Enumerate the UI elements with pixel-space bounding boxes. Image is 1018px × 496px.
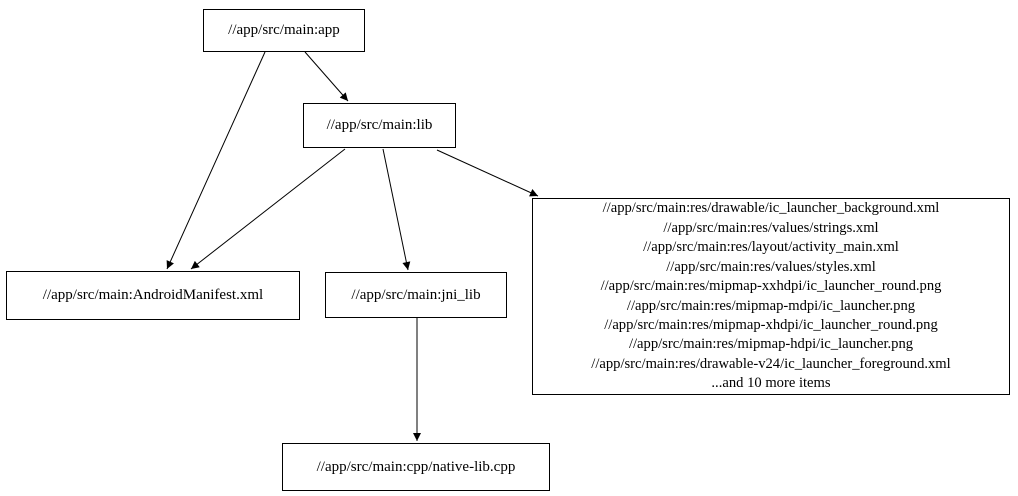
edge-lib-to-manifest bbox=[190, 148, 346, 270]
res-file-line: //app/src/main:res/mipmap-hdpi/ic_launch… bbox=[628, 336, 914, 353]
res-more-items-line: ...and 10 more items bbox=[711, 375, 831, 392]
res-file-line: //app/src/main:res/mipmap-mdpi/ic_launch… bbox=[626, 297, 916, 314]
res-file-line: //app/src/main:res/values/styles.xml bbox=[666, 258, 876, 275]
res-file-line: //app/src/main:res/mipmap-xxhdpi/ic_laun… bbox=[600, 278, 942, 295]
graph-node-app: //app/src/main:app bbox=[203, 9, 365, 52]
graph-node-lib: //app/src/main:lib bbox=[303, 103, 456, 148]
res-file-line: //app/src/main:res/mipmap-xhdpi/ic_launc… bbox=[604, 316, 938, 333]
edge-app-to-lib bbox=[304, 51, 349, 102]
res-file-line: //app/src/main:res/drawable/ic_launcher_… bbox=[602, 200, 940, 217]
node-label-native-lib-cpp: //app/src/main:cpp/native-lib.cpp bbox=[316, 458, 516, 475]
node-label-app: //app/src/main:app bbox=[228, 22, 340, 38]
res-file-line: //app/src/main:res/layout/activity_main.… bbox=[643, 239, 899, 256]
graph-node-jni-lib: //app/src/main:jni_lib bbox=[325, 272, 507, 318]
edge-app-to-manifest bbox=[166, 51, 266, 270]
graph-node-android-manifest: //app/src/main:AndroidManifest.xml bbox=[6, 271, 300, 320]
res-file-line: //app/src/main:res/drawable-v24/ic_launc… bbox=[591, 355, 951, 372]
node-label-android-manifest: //app/src/main:AndroidManifest.xml bbox=[42, 287, 264, 303]
node-label-lib: //app/src/main:lib bbox=[326, 117, 433, 133]
graph-node-native-lib-cpp: //app/src/main:cpp/native-lib.cpp bbox=[282, 443, 550, 491]
edge-lib-to-jni-lib bbox=[382, 148, 411, 271]
graph-node-res-files: //app/src/main:res/drawable/ic_launcher_… bbox=[532, 198, 1010, 395]
res-file-line: //app/src/main:res/values/strings.xml bbox=[663, 219, 879, 236]
node-label-jni-lib: //app/src/main:jni_lib bbox=[351, 286, 481, 303]
edge-lib-to-res bbox=[436, 149, 539, 197]
